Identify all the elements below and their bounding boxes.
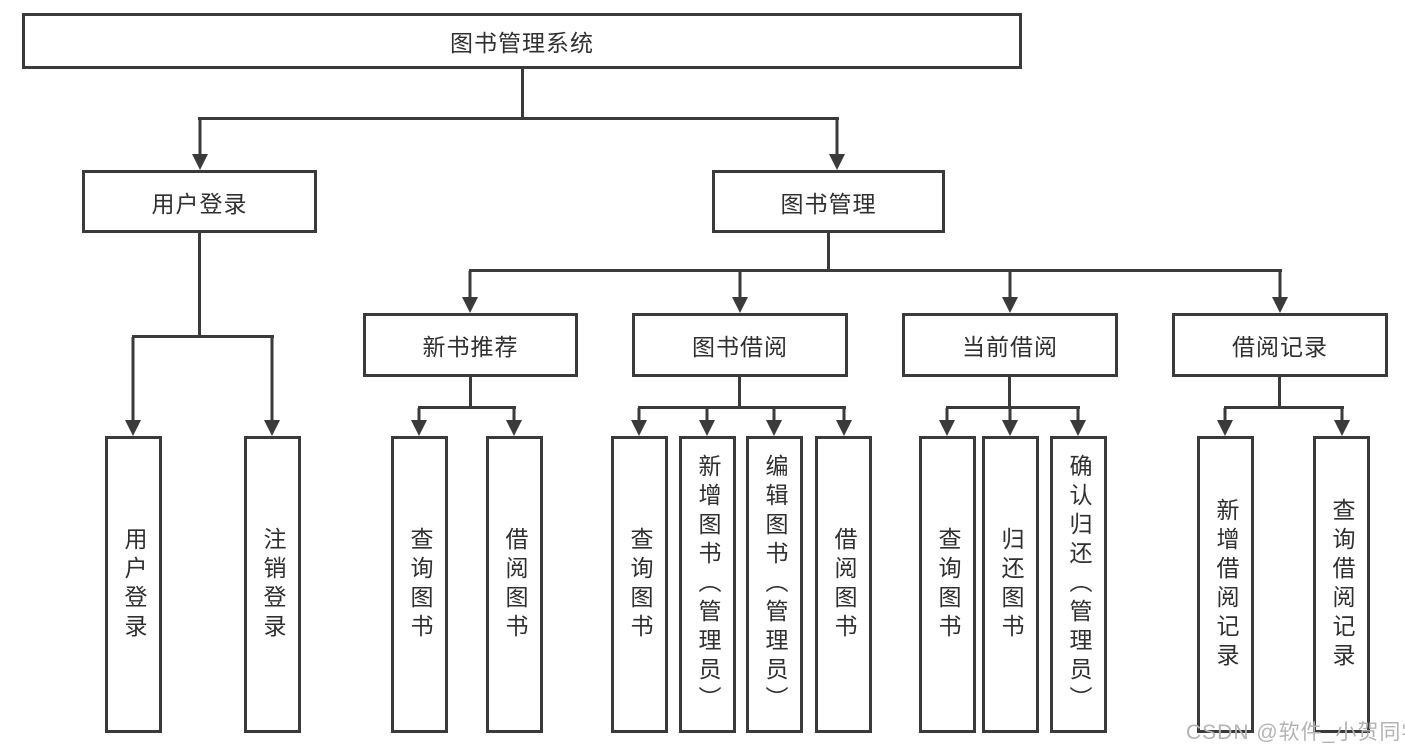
leaf-bb-add-book-admin: 新增图书（管理员）: [679, 436, 736, 733]
arrow-to-book-management: [828, 118, 846, 170]
arrow-cb-confirm-return: [1069, 408, 1087, 436]
arrow-cb-return-books: [1001, 408, 1019, 436]
leaf-nbr-query-books: 查询图书: [391, 436, 448, 733]
arrow-to-borrow-records: [1271, 271, 1289, 313]
watermark: CSDN @软件_小贺同学: [1186, 721, 1405, 744]
arrow-br-query-record: [1333, 408, 1351, 436]
leaf-br-add-borrow-record: 新增借阅记录: [1197, 436, 1254, 733]
node-new-book-recommend: 新书推荐: [363, 313, 578, 377]
arrow-to-book-borrow: [731, 271, 749, 313]
connector-level3-bus: [469, 269, 1282, 272]
connector-user-login-stem: [198, 233, 201, 337]
connector-new-book-recommend-bus: [418, 406, 516, 409]
arrow-to-new-book-recommend: [461, 271, 479, 313]
connector-borrow-records-bus: [1224, 406, 1344, 409]
connector-user-login-bus: [132, 335, 274, 338]
connector-root-stem: [521, 69, 524, 118]
leaf-nbr-borrow-books: 借阅图书: [486, 436, 543, 733]
node-borrow-records: 借阅记录: [1172, 313, 1388, 377]
connector-current-borrow-stem: [1008, 377, 1011, 409]
arrow-nbr-query-books: [410, 408, 428, 436]
arrow-bb-add-book: [698, 408, 716, 436]
connector-book-borrow-bus: [638, 406, 846, 409]
arrow-bb-borrow-books: [835, 408, 853, 436]
node-book-management: 图书管理: [712, 170, 945, 233]
arrow-bb-query-books: [630, 408, 648, 436]
arrow-to-user-login: [191, 118, 209, 170]
connector-new-book-recommend-stem: [469, 377, 472, 409]
leaf-br-query-borrow-record: 查询借阅记录: [1313, 436, 1370, 733]
arrow-to-current-borrow: [1001, 271, 1019, 313]
leaf-cb-query-books: 查询图书: [919, 436, 976, 733]
arrow-to-leaf-logout: [263, 337, 281, 436]
connector-borrow-records-stem: [1278, 377, 1281, 409]
connector-level2-bus: [198, 117, 839, 120]
leaf-bb-query-books: 查询图书: [611, 436, 668, 733]
arrow-bb-edit-book: [765, 408, 783, 436]
leaf-bb-borrow-books: 借阅图书: [815, 436, 872, 733]
connector-book-borrow-stem: [738, 377, 741, 409]
arrow-nbr-borrow-books: [505, 408, 523, 436]
leaf-logout: 注销登录: [244, 436, 301, 733]
node-library-management-system: 图书管理系统: [22, 13, 1022, 69]
leaf-cb-confirm-return-admin: 确认归还（管理员）: [1050, 436, 1107, 733]
node-book-borrow: 图书借阅: [632, 313, 848, 377]
arrow-to-leaf-user-login: [124, 337, 142, 436]
node-user-login: 用户登录: [82, 170, 317, 233]
connector-book-management-stem: [827, 233, 830, 271]
leaf-bb-edit-book-admin: 编辑图书（管理员）: [746, 436, 803, 733]
leaf-cb-return-books: 归还图书: [982, 436, 1039, 733]
arrow-cb-query-books: [938, 408, 956, 436]
node-current-borrow: 当前借阅: [902, 313, 1118, 377]
arrow-br-add-record: [1216, 408, 1234, 436]
leaf-user-login: 用户登录: [105, 436, 162, 733]
